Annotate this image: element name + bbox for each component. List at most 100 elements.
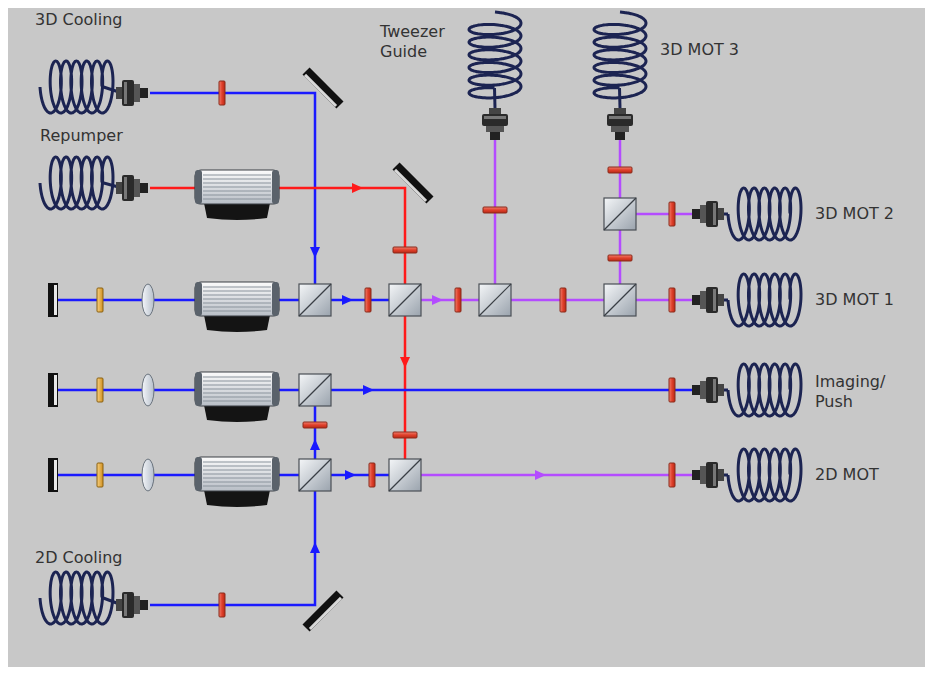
retro-mirror (48, 458, 58, 492)
component-layer (40, 12, 801, 632)
coupler-part (489, 108, 501, 115)
half-wave-plate (303, 422, 327, 428)
half-wave-plate (365, 288, 371, 312)
fiber-coil (728, 449, 801, 501)
aom-stripe (203, 175, 271, 176)
aom-body (195, 282, 279, 316)
cube-diagonal (389, 459, 421, 491)
coupler-part (700, 466, 706, 484)
beam-splitter-cube (299, 374, 331, 406)
aom-stripe (203, 389, 271, 390)
fiber-label: 2D Cooling (35, 548, 123, 568)
coupler-part (122, 592, 134, 618)
cube-body (604, 284, 636, 316)
half-wave-plate (393, 247, 417, 253)
mirror-body (302, 67, 343, 108)
fiber-label: 3D MOT 3 (660, 40, 739, 60)
beam-arrow (345, 470, 356, 480)
aom-stripe (203, 303, 271, 304)
aom-cap (195, 457, 202, 491)
aom-stripe (203, 295, 271, 296)
aom-stripe (203, 466, 271, 467)
aom-stripe (203, 307, 271, 308)
beam-splitter-cube (299, 284, 331, 316)
mirror-body (302, 590, 343, 631)
half-wave-plate (669, 378, 675, 402)
coupler-part (116, 182, 123, 194)
coupler-part (116, 87, 123, 99)
coupler-part (713, 289, 716, 311)
fiber-coil (594, 12, 646, 98)
aom (195, 170, 279, 220)
fiber-coil (728, 274, 801, 326)
mirror-surface (54, 285, 57, 315)
fiber-coupler (692, 287, 724, 313)
aom-stripe (203, 179, 271, 180)
cube-body (299, 374, 331, 406)
cube-diagonal (479, 284, 511, 316)
coupler-part (140, 183, 148, 193)
aom-stripe (203, 183, 271, 184)
mirror-body (392, 162, 433, 203)
fiber-label: 3D MOT 2 (815, 204, 894, 224)
aom-cap (272, 170, 279, 204)
mirror-surface (394, 169, 427, 202)
coupler-part (717, 469, 724, 481)
coupler-part (614, 108, 626, 115)
laser-beam (405, 474, 692, 477)
half-wave-plate (669, 202, 675, 226)
aom-stripe (203, 299, 271, 300)
aom-cap (272, 372, 279, 406)
coupler-part (700, 205, 706, 223)
coupler-part (706, 287, 718, 313)
fiber-coupler (692, 201, 724, 227)
coupler-part (609, 116, 631, 119)
coupler-part (615, 132, 625, 140)
coupler-part (706, 201, 718, 227)
fiber-lead (493, 88, 496, 108)
mirror-body (48, 458, 58, 492)
aom (195, 457, 279, 507)
coupler-part (700, 381, 706, 399)
coupler-part (490, 132, 500, 140)
beam-splitter-cube (389, 284, 421, 316)
lens (142, 284, 154, 316)
beam-layer (58, 93, 692, 605)
cube-body (299, 284, 331, 316)
steering-mirror (302, 67, 343, 108)
beam-arrow (352, 183, 363, 193)
coupler-part (717, 208, 724, 220)
coupler-part (134, 84, 140, 102)
aom-stripe (203, 311, 271, 312)
coupler-part (713, 379, 716, 401)
coupler-part (706, 462, 718, 488)
fiber-coil (728, 364, 801, 416)
coupler-part (116, 599, 123, 611)
aom-body (195, 170, 279, 204)
retro-mirror (48, 283, 58, 317)
beam-arrow (310, 439, 320, 450)
beam-arrow (363, 385, 374, 395)
aom-cap (195, 372, 202, 406)
aom-cap (195, 170, 202, 204)
aom-stripe (203, 462, 271, 463)
coupler-part (692, 295, 700, 305)
coupler-part (140, 88, 148, 98)
half-wave-plate (455, 288, 461, 312)
fiber-lead (618, 88, 621, 108)
fiber-coupler (692, 377, 724, 403)
cube-body (389, 459, 421, 491)
coupler-part (140, 600, 148, 610)
laser-beam (405, 299, 692, 302)
fiber-coupler (116, 175, 148, 201)
fiber-coupler (607, 108, 633, 140)
coupler-part (124, 594, 127, 616)
aom-body (195, 372, 279, 406)
cube-diagonal (299, 459, 331, 491)
cube-body (299, 459, 331, 491)
beam-arrow (432, 295, 443, 305)
fiber-coupler (116, 592, 148, 618)
aom-stripe (203, 287, 271, 288)
